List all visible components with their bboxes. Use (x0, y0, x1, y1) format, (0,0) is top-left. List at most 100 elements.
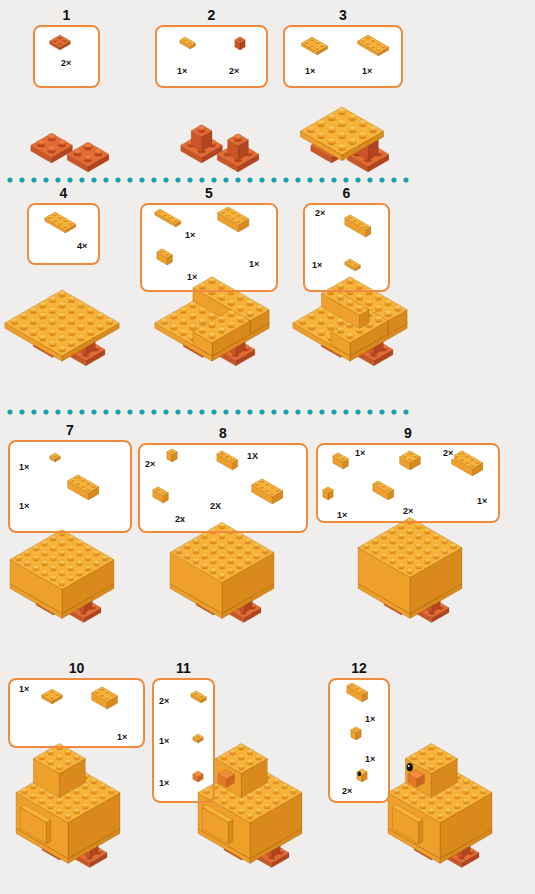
stud (108, 788, 114, 792)
stud (231, 216, 235, 218)
stud (78, 334, 85, 338)
stud (100, 687, 104, 689)
stud (318, 318, 325, 322)
stud (265, 482, 269, 484)
brick-face (452, 451, 483, 469)
separator-dot (7, 177, 12, 182)
stud (415, 533, 421, 537)
stud (50, 545, 56, 549)
separator-dot (67, 177, 72, 182)
separator-dot (55, 409, 60, 414)
stud (376, 481, 380, 483)
brick-face (300, 107, 383, 155)
stud (184, 553, 190, 557)
stud (381, 543, 387, 547)
stud (407, 558, 413, 562)
stud (315, 46, 319, 48)
brick-face (50, 453, 60, 459)
separator-dot (31, 177, 36, 182)
stud (49, 329, 56, 333)
brick-face (228, 134, 249, 146)
stud (407, 528, 413, 532)
separator-dot (283, 177, 288, 182)
separator-dot (367, 409, 372, 414)
stud (85, 555, 91, 559)
stud (382, 44, 386, 46)
stud (408, 451, 412, 453)
separator-dot (271, 177, 276, 182)
stud (58, 323, 65, 327)
separator-dot (187, 177, 192, 182)
brick-face (16, 793, 68, 859)
brick-face (345, 259, 361, 268)
stud (11, 318, 18, 322)
stud (376, 47, 380, 49)
stud (59, 550, 65, 554)
brick-face (333, 453, 349, 462)
parts-box-ground (33, 25, 100, 88)
stud (53, 218, 57, 220)
stud (50, 689, 54, 691)
brick-face (5, 290, 119, 356)
stud (85, 565, 91, 569)
stud (67, 535, 73, 539)
stud (84, 143, 92, 147)
stud (56, 764, 62, 768)
stud (41, 560, 47, 564)
brick-face (250, 793, 302, 859)
stud (180, 329, 187, 333)
separator-dot (355, 409, 360, 414)
stud (59, 560, 65, 564)
stud (227, 558, 233, 562)
parts-box-ground (140, 203, 278, 292)
stud (236, 213, 240, 215)
stud (50, 555, 56, 559)
stud (49, 296, 56, 300)
stud (63, 224, 67, 226)
brick-face (235, 37, 245, 43)
brick-face (373, 481, 394, 493)
stud (68, 318, 75, 322)
brick-face (345, 215, 371, 230)
stud (68, 307, 75, 311)
parts-box-ground (303, 203, 390, 292)
stud (81, 484, 85, 486)
stud (219, 563, 225, 567)
stud (194, 691, 198, 693)
stud (337, 327, 344, 331)
stud (218, 316, 225, 320)
stud (308, 312, 315, 316)
stud (403, 454, 407, 456)
stud (389, 538, 395, 542)
stud (242, 216, 246, 218)
stud (226, 213, 230, 215)
separator-dot (103, 409, 108, 414)
stud (68, 296, 75, 300)
stud (210, 548, 216, 552)
stud (372, 538, 378, 542)
stud (71, 478, 75, 480)
stud (336, 453, 340, 455)
brick-face (155, 209, 181, 224)
brick-face (20, 805, 50, 823)
stud (371, 38, 375, 40)
stud (58, 301, 65, 305)
stud (47, 759, 53, 763)
stud (208, 321, 215, 325)
stud (226, 207, 230, 209)
separator-dot (355, 177, 360, 182)
stud (105, 696, 109, 698)
stud (87, 329, 94, 333)
separator-dot (163, 409, 168, 414)
separator-dot (199, 409, 204, 414)
stud (219, 573, 225, 577)
brick-face (50, 35, 71, 47)
stud (48, 134, 56, 138)
stud (356, 283, 363, 287)
stud (228, 321, 235, 325)
box-grounds (8, 25, 500, 803)
stud (81, 478, 85, 480)
brick-face (167, 449, 177, 455)
stud (30, 329, 37, 333)
stud (398, 533, 404, 537)
